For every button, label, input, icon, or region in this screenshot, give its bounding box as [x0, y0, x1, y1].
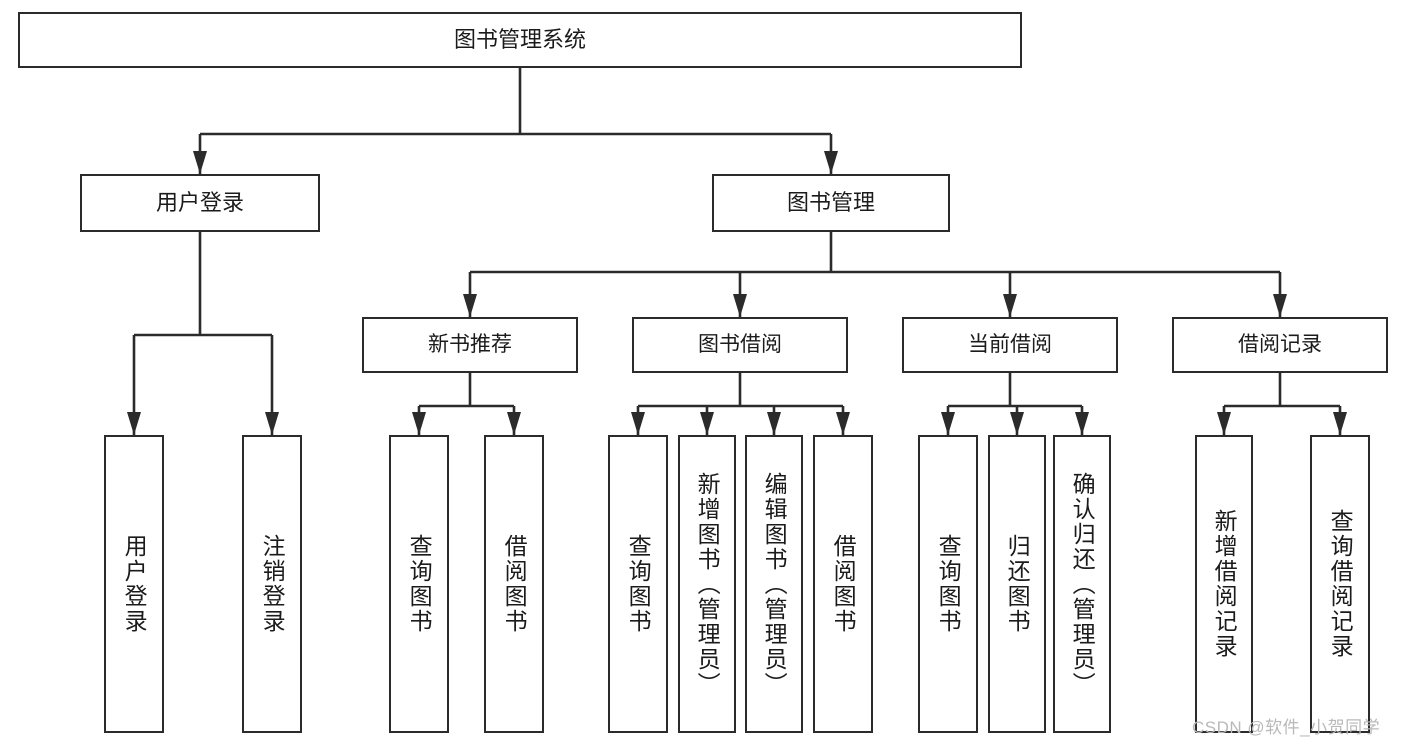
- node-label: 图书借阅: [698, 332, 782, 356]
- node-leaf_borrow_book_2[interactable]: 借阅图书: [813, 435, 873, 733]
- node-leaf_borrow_book_1[interactable]: 借阅图书: [484, 435, 544, 733]
- node-leaf_return_book[interactable]: 归还图书: [988, 435, 1046, 733]
- arrow-head-icon: [1333, 412, 1347, 435]
- node-leaf_add_record[interactable]: 新增借阅记录: [1195, 435, 1253, 733]
- node-leaf_query_book_2[interactable]: 查询图书: [608, 435, 668, 733]
- arrow-head-icon: [1010, 412, 1024, 435]
- node-label: 查询图书: [406, 534, 433, 634]
- arrow-head-icon: [1003, 294, 1017, 317]
- node-leaf_add_book[interactable]: 新增图书（管理员）: [678, 435, 736, 733]
- arrow-head-icon: [127, 412, 141, 435]
- node-label: 注销登录: [259, 534, 286, 634]
- node-label: 新书推荐: [428, 332, 512, 356]
- node-label: 确认归还（管理员）: [1069, 471, 1096, 697]
- node-book_borrow[interactable]: 图书借阅: [632, 317, 848, 373]
- node-label: 编辑图书（管理员）: [761, 471, 788, 697]
- node-label: 新增借阅记录: [1211, 509, 1238, 659]
- arrow-head-icon: [507, 412, 521, 435]
- node-leaf_confirm_return[interactable]: 确认归还（管理员）: [1053, 435, 1111, 733]
- watermark: CSDN @软件_小贺同学: [1192, 718, 1381, 737]
- node-leaf_query_record[interactable]: 查询借阅记录: [1310, 435, 1370, 733]
- arrow-head-icon: [824, 151, 838, 174]
- arrow-head-icon: [463, 294, 477, 317]
- arrow-head-icon: [631, 412, 645, 435]
- arrow-head-icon: [733, 294, 747, 317]
- node-root[interactable]: 图书管理系统: [18, 12, 1022, 68]
- node-label: 用户登录: [155, 190, 244, 216]
- arrow-head-icon: [1217, 412, 1231, 435]
- arrow-head-icon: [1273, 294, 1287, 317]
- arrow-head-icon: [767, 412, 781, 435]
- node-label: 图书管理系统: [453, 27, 586, 53]
- node-label: 查询借阅记录: [1327, 509, 1354, 659]
- node-leaf_logout[interactable]: 注销登录: [242, 435, 302, 733]
- arrow-head-icon: [412, 412, 426, 435]
- node-label: 用户登录: [121, 534, 148, 634]
- node-leaf_edit_book[interactable]: 编辑图书（管理员）: [745, 435, 803, 733]
- node-current_borrow[interactable]: 当前借阅: [902, 317, 1118, 373]
- node-label: 新增图书（管理员）: [694, 471, 721, 697]
- node-book_manage[interactable]: 图书管理: [712, 174, 950, 232]
- node-label: 当前借阅: [968, 332, 1052, 356]
- arrow-head-icon: [265, 412, 279, 435]
- node-label: 查询图书: [935, 534, 962, 634]
- node-label: 借阅记录: [1238, 332, 1322, 356]
- node-leaf_query_book_1[interactable]: 查询图书: [389, 435, 449, 733]
- node-label: 查询图书: [625, 534, 652, 634]
- node-new_book_rec[interactable]: 新书推荐: [362, 317, 578, 373]
- node-label: 图书管理: [786, 190, 875, 216]
- node-user_login[interactable]: 用户登录: [80, 174, 320, 232]
- arrow-head-icon: [1075, 412, 1089, 435]
- arrow-head-icon: [193, 151, 207, 174]
- arrow-head-icon: [836, 412, 850, 435]
- node-borrow_record[interactable]: 借阅记录: [1172, 317, 1388, 373]
- arrow-head-icon: [700, 412, 714, 435]
- node-leaf_user_login[interactable]: 用户登录: [104, 435, 164, 733]
- node-label: 借阅图书: [830, 534, 857, 634]
- node-label: 归还图书: [1004, 534, 1031, 634]
- node-leaf_query_book_3[interactable]: 查询图书: [918, 435, 978, 733]
- arrow-head-icon: [941, 412, 955, 435]
- node-label: 借阅图书: [501, 534, 528, 634]
